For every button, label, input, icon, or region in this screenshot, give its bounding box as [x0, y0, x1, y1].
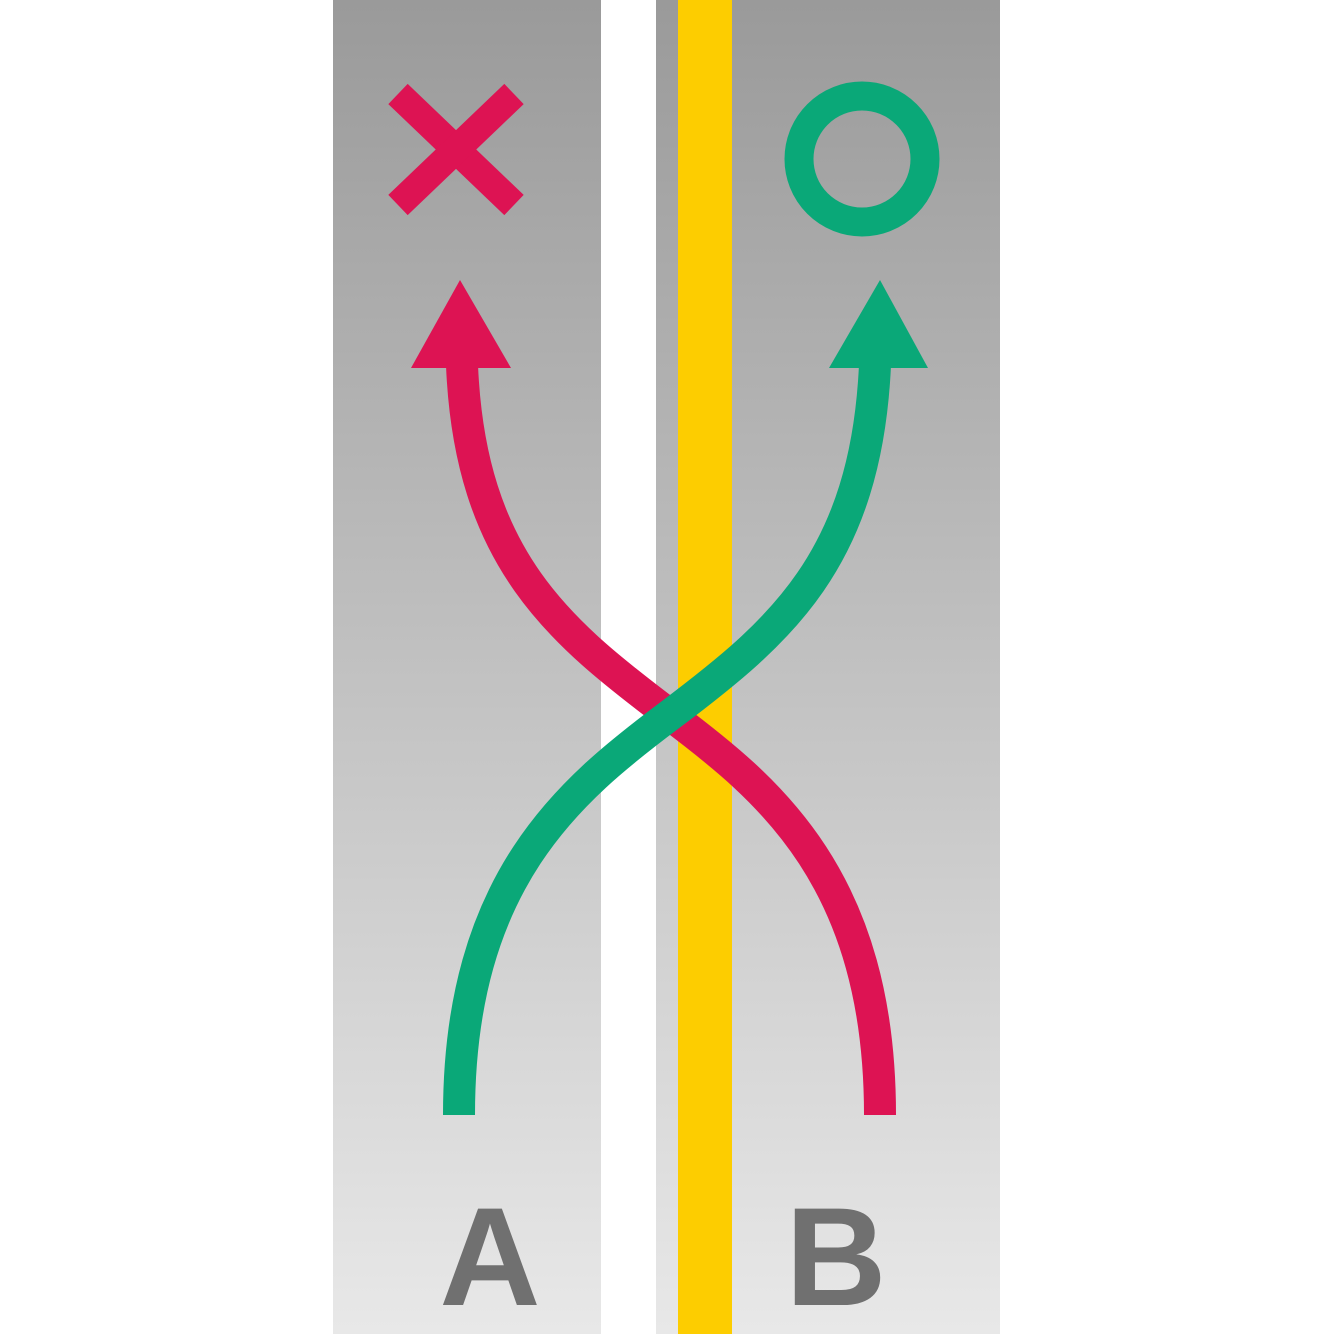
red-arrowhead	[411, 280, 511, 368]
green-arrow-path	[443, 364, 891, 1116]
cross-mark-icon	[388, 83, 524, 216]
label-a: A	[439, 1178, 540, 1334]
circle-mark-icon	[784, 81, 940, 237]
green-arrowhead	[829, 280, 928, 368]
label-b: B	[785, 1178, 886, 1334]
